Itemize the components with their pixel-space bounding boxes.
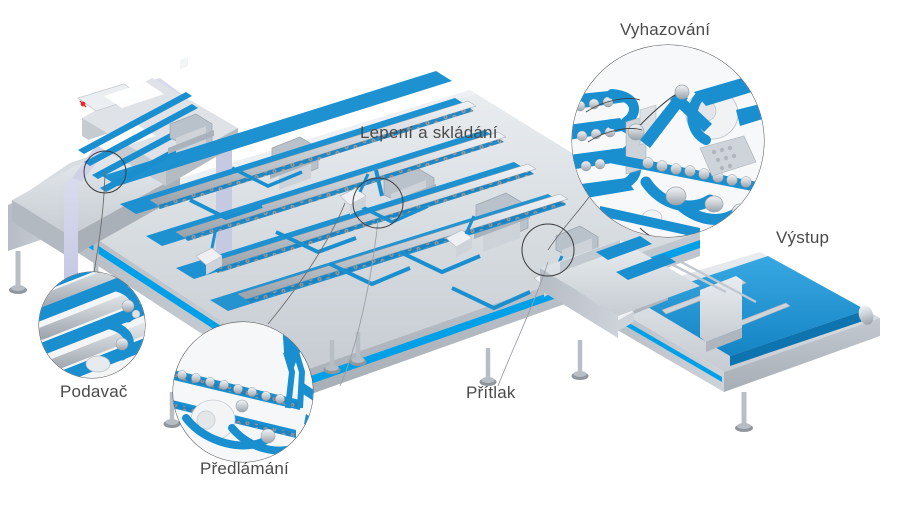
callout-predlamani xyxy=(172,321,314,463)
clamp-1 xyxy=(195,227,223,275)
callout-podavac xyxy=(38,271,146,379)
clamp-3 xyxy=(445,215,476,257)
marker-circle-lepeni xyxy=(352,177,404,229)
label-predlamani: Předlámání xyxy=(200,459,289,478)
chain-roller-strips xyxy=(156,108,566,303)
output-belt xyxy=(636,256,866,356)
callout-vyhazovani-content xyxy=(572,45,764,237)
leg-1 xyxy=(163,392,181,428)
leader-predlamani xyxy=(267,202,346,325)
callout-predlamani-content xyxy=(173,322,313,462)
callout-podavac-content xyxy=(39,272,145,378)
label-lepeni-a-skladani: Lepení a skládání xyxy=(360,123,498,142)
conveyor-belt-lanes xyxy=(102,71,569,311)
transfer-arms xyxy=(189,166,531,311)
label-podavac: Podavač xyxy=(60,382,128,401)
machine-legs xyxy=(163,332,589,428)
belt-lane-far xyxy=(102,71,452,186)
marker-circle-podavac xyxy=(83,150,127,194)
leg-5 xyxy=(571,340,589,380)
leader-lepeni xyxy=(339,219,379,387)
roller-shaft-rails xyxy=(149,100,569,300)
label-pritlak: Přítlak xyxy=(466,383,516,402)
leg-4 xyxy=(479,348,497,386)
label-vyhazovani: Vyhazování xyxy=(620,20,711,39)
label-vystup: Výstup xyxy=(776,228,830,247)
output-conveyor-section xyxy=(600,238,880,432)
callout-vyhazovani xyxy=(571,44,765,238)
leg-3 xyxy=(349,332,367,366)
leader-podavac xyxy=(93,171,106,273)
leader-pritlak xyxy=(497,261,549,387)
leg-2 xyxy=(323,340,341,374)
marker-circle-pritlak xyxy=(521,223,575,277)
ejector-section xyxy=(540,236,700,338)
